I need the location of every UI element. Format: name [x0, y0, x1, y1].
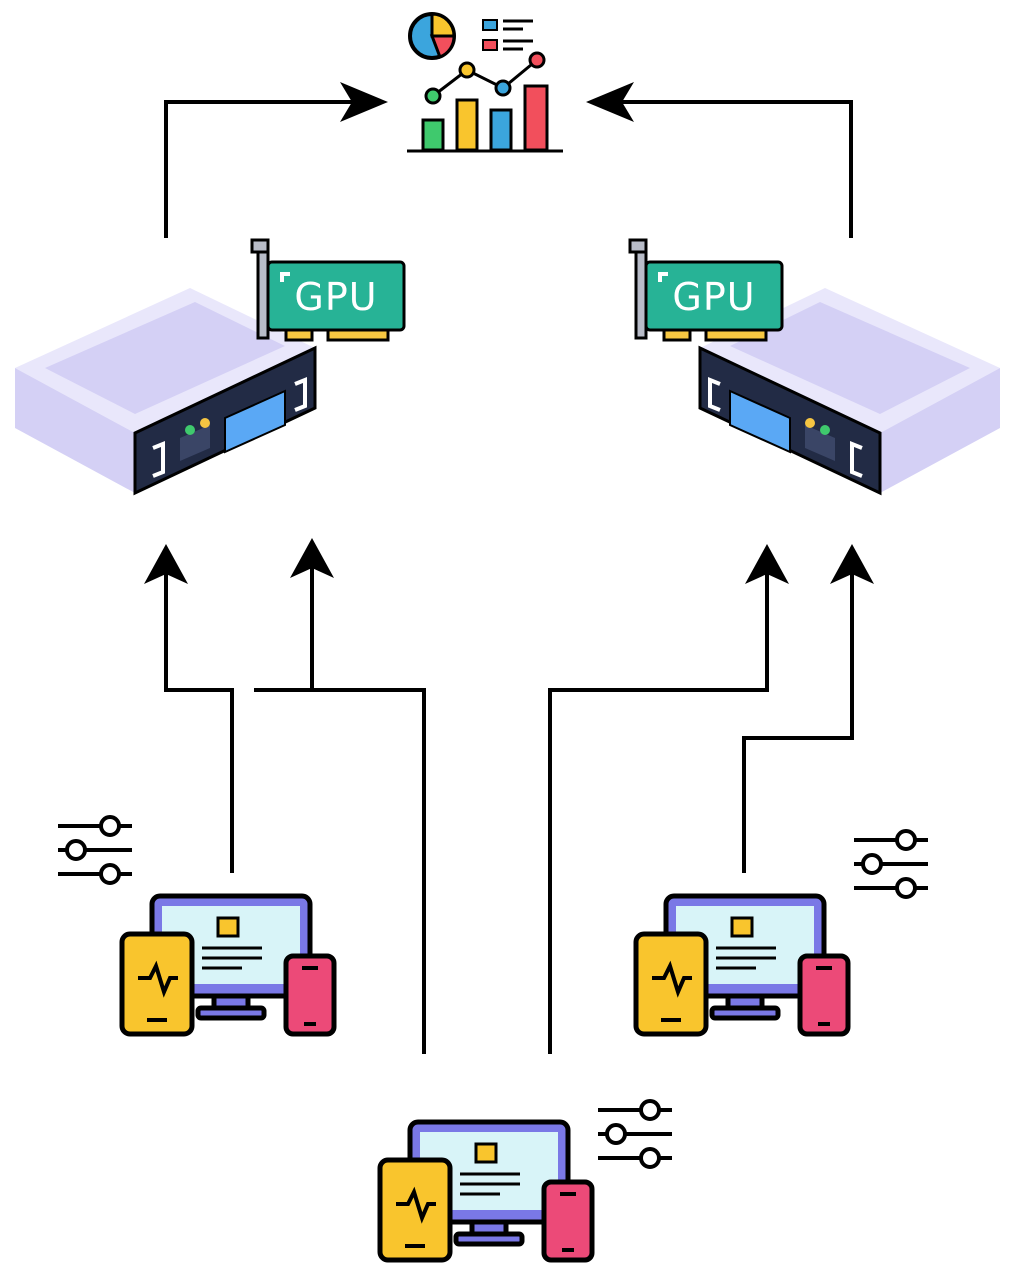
gpu-label: GPU — [294, 275, 377, 319]
sliders-icon — [596, 1099, 674, 1169]
client-arrow-center-left — [254, 538, 426, 1054]
client-left — [56, 815, 334, 1034]
client-arrow-center-right — [548, 544, 789, 1054]
client-arrow-left-a — [144, 544, 234, 873]
gpu-card-icon: GPU — [250, 238, 406, 342]
upload-arrow-left — [164, 82, 388, 238]
client-arrow-right-a — [742, 544, 874, 873]
client-bottom — [380, 1099, 674, 1260]
client-devices-icon — [380, 1122, 592, 1260]
gpu-server-left: GPU — [13, 238, 406, 495]
gpu-server-right: GPU — [628, 238, 1002, 495]
client-devices-icon — [122, 896, 334, 1034]
client-devices-icon — [636, 896, 848, 1034]
sliders-icon — [56, 815, 134, 885]
sliders-icon — [852, 829, 930, 899]
gpu-label: GPU — [672, 275, 755, 319]
analytics-dashboard-icon — [407, 12, 563, 153]
upload-arrow-right — [586, 82, 853, 238]
client-right — [636, 829, 930, 1034]
gpu-card-icon: GPU — [628, 238, 784, 342]
